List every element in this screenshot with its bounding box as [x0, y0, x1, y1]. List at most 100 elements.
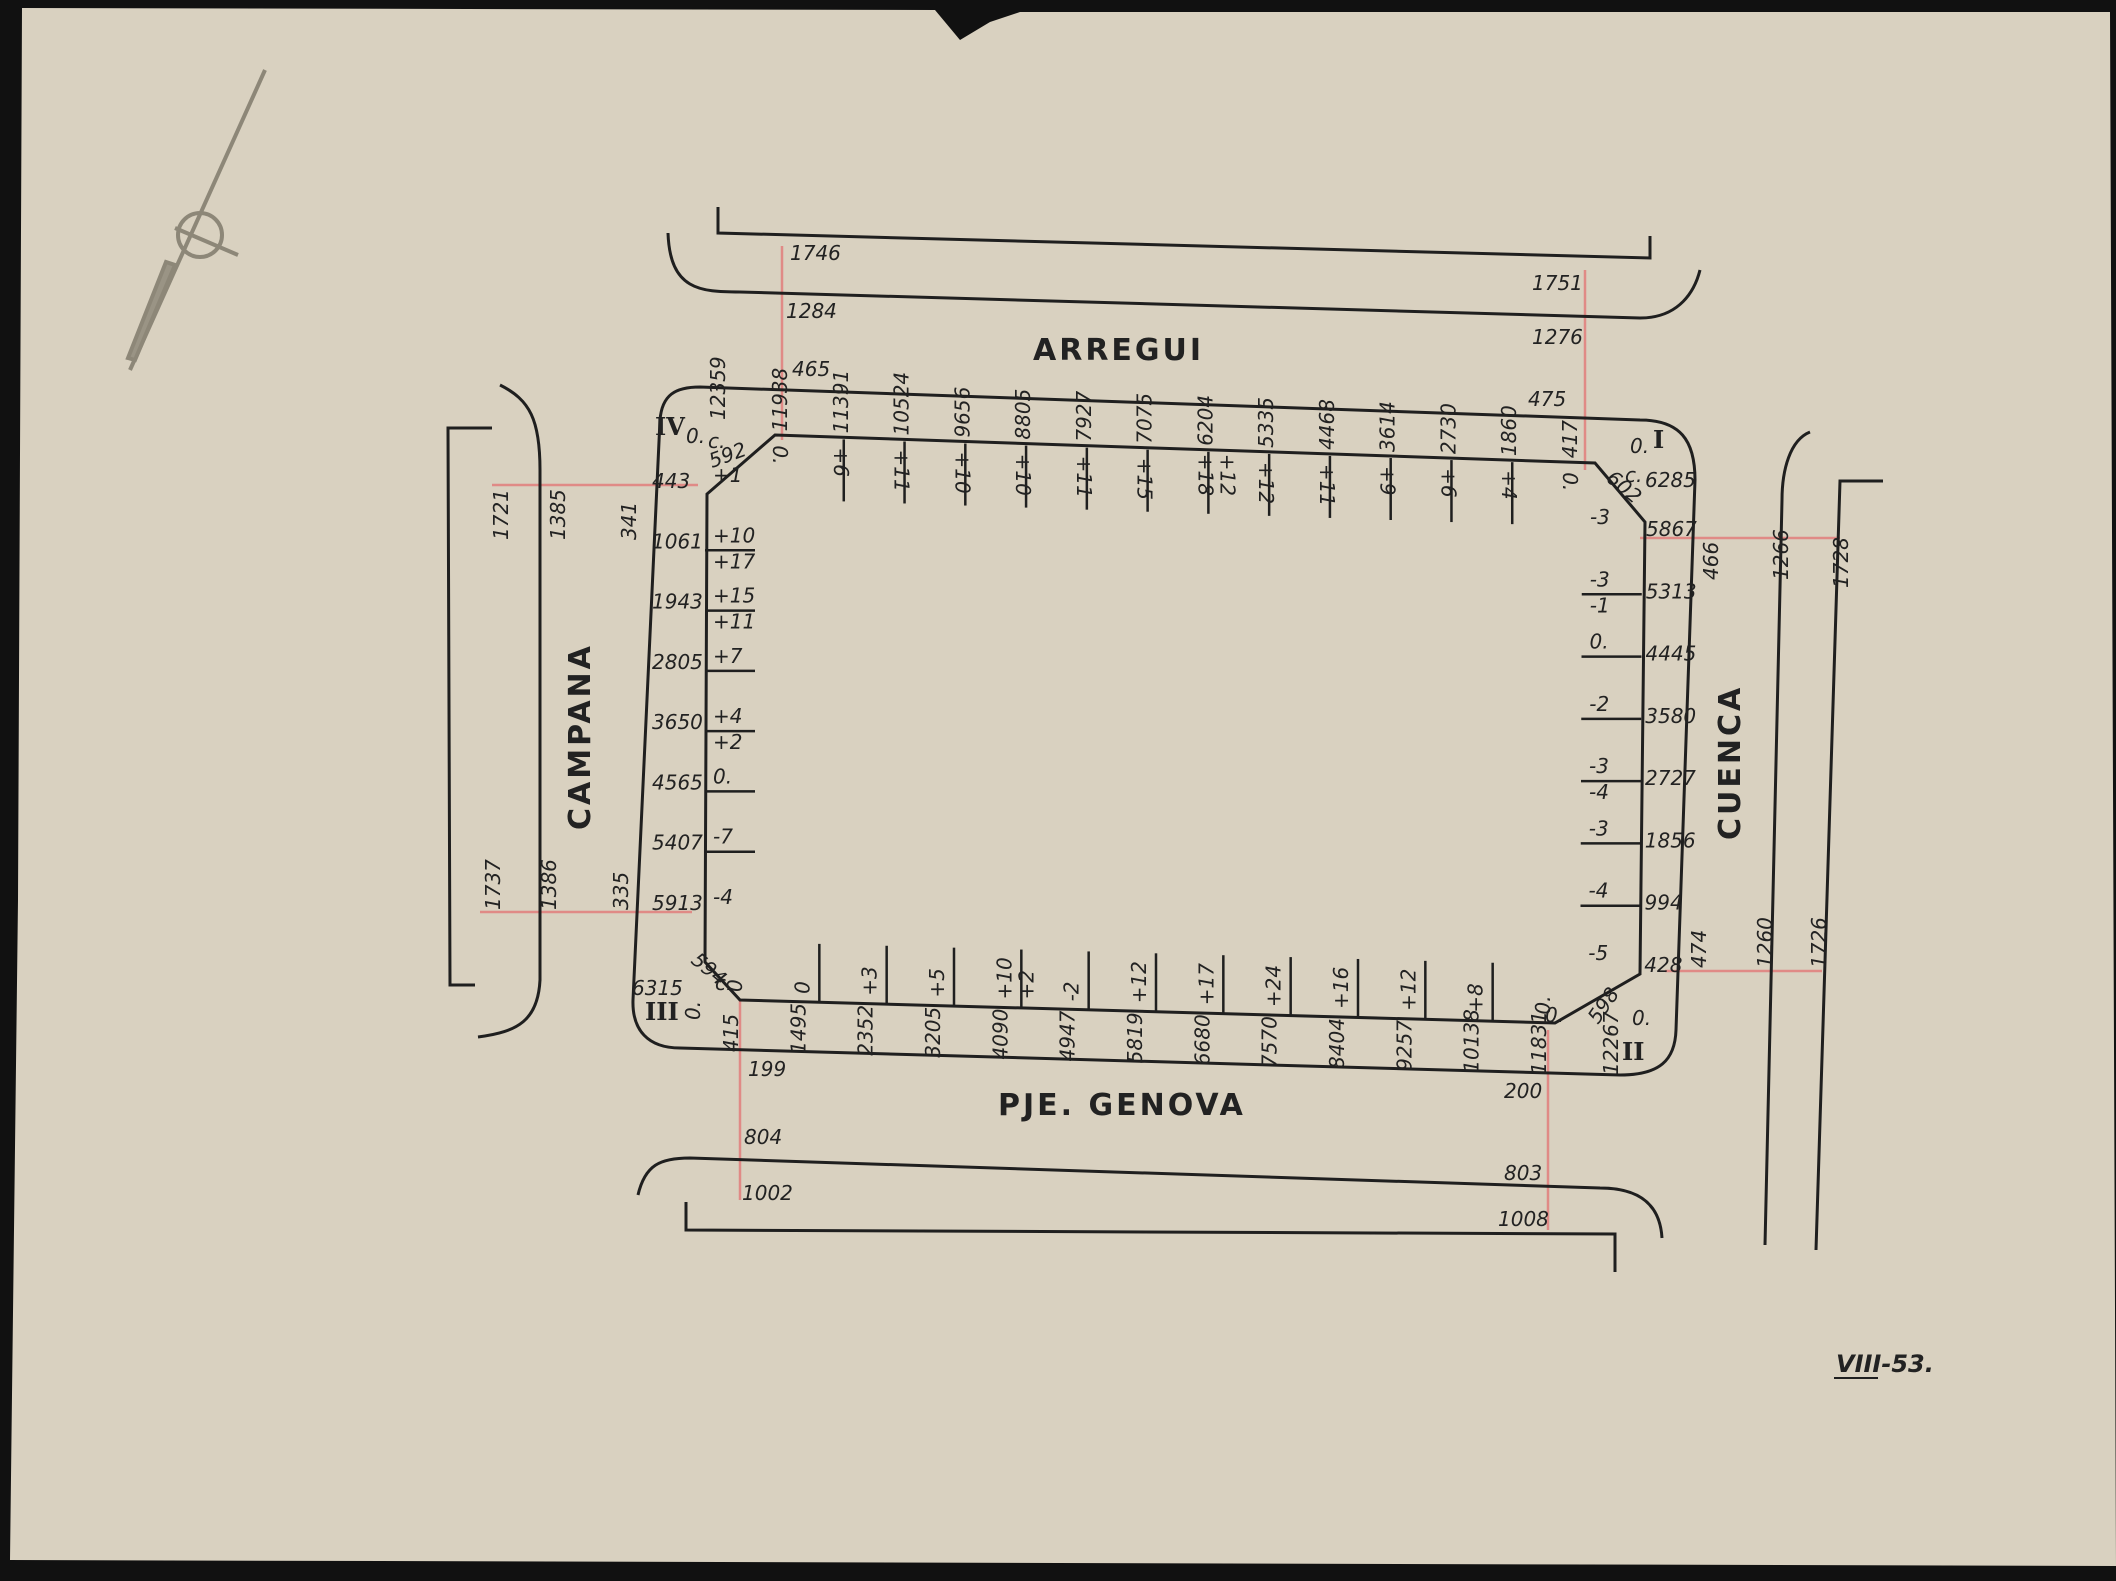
south-tick-position: 8404 [1325, 1018, 1349, 1069]
north-tick-position: 417 [1558, 420, 1582, 458]
east-tick-level: -3 [1589, 816, 1609, 840]
east-tick-position: 2727 [1645, 766, 1696, 790]
south-tick-level: +3 [858, 966, 882, 995]
south-tick-level: 0 [790, 981, 814, 994]
west-tick-level-2: +17 [713, 549, 755, 573]
north-tick-position: 8805 [1011, 389, 1035, 440]
west-tick-position: 5913 [652, 891, 703, 915]
north-tick-level: +11 [1315, 464, 1339, 506]
level-ticks [705, 439, 1642, 1021]
width-west-bottom-2: 1386 [537, 859, 561, 910]
width-north-left-3: 465 [792, 357, 830, 381]
east-tick-level: 0. [1590, 630, 1609, 654]
west-tick-position: 5407 [652, 831, 703, 855]
corner-3-origin: 0. [681, 1001, 705, 1020]
north-tick-position: 7927 [1072, 390, 1096, 441]
south-tick-position: 9257 [1392, 1020, 1416, 1071]
south-tick-position: 4090 [988, 1009, 1012, 1060]
north-tick-position: 10524 [890, 372, 914, 436]
north-arrow-icon [125, 69, 267, 371]
north-tick-position: 2730 [1436, 403, 1460, 454]
corner-label-2: II [1622, 1037, 1644, 1066]
west-tick-level: -4 [713, 885, 733, 909]
width-north-right-3: 475 [1528, 387, 1566, 411]
width-east-top-1: 466 [1699, 542, 1723, 580]
width-south-right-1: 200 [1504, 1079, 1542, 1103]
west-tick-level: +15 [713, 584, 755, 608]
tick-labels: 119380.11391+610524+119656+108805+107927… [652, 368, 1697, 1075]
south-tick-position: 4947 [1056, 1010, 1080, 1061]
west-tick-position: 1061 [652, 529, 703, 553]
south-tick-level: +12 [1396, 969, 1420, 1011]
east-tick-position: 5313 [1646, 579, 1697, 603]
street-east: CUENCA [1713, 685, 1748, 840]
east-tick-position: 994 [1645, 891, 1683, 915]
corner-3-value: 6315 [632, 976, 683, 1000]
north-tick-level: +11 [890, 449, 914, 491]
west-tick-level: +7 [713, 644, 743, 668]
north-tick-position: 7075 [1133, 393, 1157, 444]
corner-2-code: 0. [1545, 1003, 1564, 1027]
east-tick-position: 4445 [1646, 642, 1697, 666]
width-east-top-2: 1266 [1769, 529, 1793, 580]
corner-label-1: I [1653, 425, 1664, 454]
north-tick-position: 5335 [1254, 397, 1278, 448]
north-tick-position: 11391 [829, 370, 853, 434]
corner-2-origin: 0. [1632, 1006, 1651, 1030]
south-tick-level: +17 [1194, 963, 1218, 1005]
north-tick-level: +10 [1011, 454, 1035, 496]
width-south-right-3: 1008 [1498, 1207, 1549, 1231]
east-tick-position: 3580 [1645, 704, 1696, 728]
north-tick-level: +6 [1436, 468, 1460, 497]
corner-3-code: c. [715, 971, 732, 995]
south-tick-position: 1495 [786, 1003, 810, 1054]
corner-2-value: 12267 [1599, 1011, 1623, 1075]
width-west-top-2: 1385 [546, 489, 570, 540]
south-tick-level: +24 [1262, 965, 1286, 1007]
west-tick-position: 3650 [652, 710, 703, 734]
date-note: VIII-53. [1836, 1350, 1934, 1378]
street-south: PJE. GENOVA [998, 1088, 1246, 1123]
west-tick-level-2: +11 [713, 610, 755, 634]
north-tick-position: 4468 [1315, 399, 1339, 450]
street-widths: 1746 1284 465 1751 1276 475 1721 1385 34… [481, 241, 1853, 1231]
east-tick-level: -4 [1589, 879, 1609, 903]
corner-4-value: 12359 [706, 356, 730, 420]
south-tick-position: 2352 [854, 1005, 878, 1056]
west-tick-level: -7 [713, 825, 733, 849]
east-tick-level-2: -1 [1590, 593, 1610, 617]
north-tick-level: +15 [1133, 458, 1157, 500]
south-tick-position: 7570 [1258, 1016, 1282, 1067]
width-north-left-2: 1284 [786, 299, 837, 323]
north-tick-level: +12 [1254, 462, 1278, 504]
west-tick-position: 2805 [652, 650, 703, 674]
west-tick-level: 0. [713, 764, 732, 788]
width-west-bottom-3: 335 [609, 872, 633, 910]
west-tick-position: 4565 [652, 770, 703, 794]
north-tick-level: +11 [1072, 456, 1096, 498]
south-tick-position: 10138 [1460, 1009, 1484, 1073]
west-tick-level: +4 [713, 704, 742, 728]
north-tick-level: +18 [1193, 454, 1217, 496]
corner-4-origin: 0. [686, 424, 705, 448]
width-east-bottom-3: 1726 [1807, 917, 1831, 968]
east-tick-level: -3 [1590, 505, 1610, 529]
east-tick-level: -2 [1589, 692, 1609, 716]
north-tick-level: +6 [829, 447, 853, 476]
width-west-bottom-1: 1737 [481, 859, 505, 910]
south-tick-position: 415 [719, 1014, 743, 1052]
corner-1-code: c. [1625, 463, 1642, 487]
east-tick-position: 1856 [1645, 828, 1696, 852]
north-tick-level: +4 [1497, 470, 1521, 499]
corner-1-value: 6285 [1645, 468, 1696, 492]
east-tick-level-2: -4 [1589, 780, 1609, 804]
width-south-left-2: 804 [744, 1125, 782, 1149]
street-west: CAMPANA [563, 643, 598, 830]
west-tick-level-2: +2 [713, 730, 742, 754]
north-tick-position: 9656 [950, 387, 974, 438]
width-north-right-1: 1751 [1532, 271, 1583, 295]
east-tick-level: -3 [1589, 754, 1609, 778]
south-tick-level: 0 [723, 979, 747, 992]
south-tick-level: +12 [1127, 961, 1151, 1003]
